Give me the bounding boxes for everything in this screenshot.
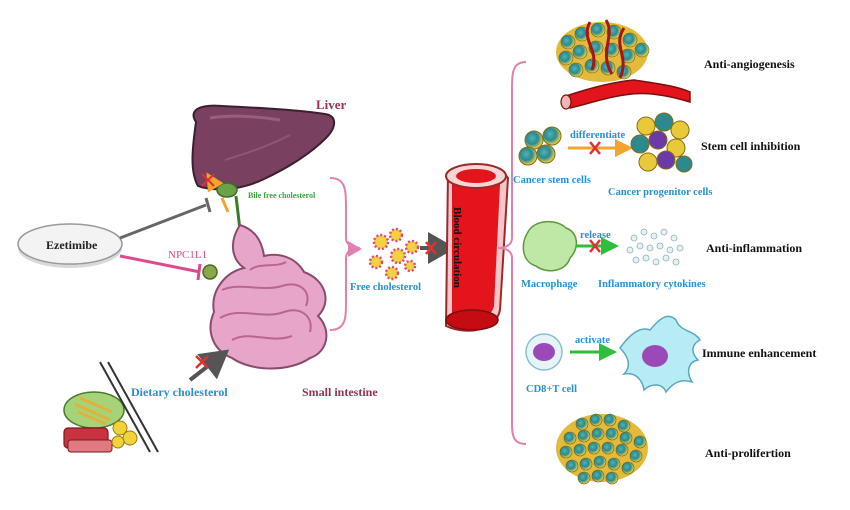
- activated-t-cell-illustration: [619, 315, 702, 394]
- small-intestine-illustration: [202, 223, 328, 370]
- free-cholesterol-label: Free cholesterol: [350, 282, 422, 293]
- ezetimibe-label: Ezetimibe: [46, 238, 98, 252]
- macrophage-illustration: [522, 220, 578, 272]
- liver-illustration: [191, 104, 336, 231]
- dietary-arrow: [188, 349, 230, 382]
- ezetimibe-to-npc1l1-line: [119, 254, 201, 274]
- differentiate-label: differentiate: [570, 130, 626, 141]
- dietary-block-x: [195, 355, 209, 369]
- stem-cell-inhibition-label: Stem cell inhibition: [701, 139, 801, 153]
- inflammatory-cytokines: [626, 228, 684, 266]
- cancer-stem-cells: [518, 126, 562, 166]
- macrophage-label: Macrophage: [521, 279, 578, 290]
- npc1l1-label: NPC1L1: [168, 249, 208, 261]
- activate-label: activate: [575, 335, 610, 346]
- free-chol-block-x: [425, 241, 437, 255]
- cd8-t-cell-label: CD8+T cell: [526, 384, 577, 395]
- npc1l1-tbar: [196, 263, 202, 281]
- inflammatory-cytokines-label: Inflammatory cytokines: [598, 279, 706, 290]
- liver-label: Liver: [316, 97, 347, 112]
- bile-label: Bile free cholesterol: [248, 191, 316, 200]
- anti-angiogenesis-label: Anti-angiogenesis: [704, 57, 795, 71]
- cancer-stem-cells-label: Cancer stem cells: [513, 175, 591, 186]
- immune-enhancement-label: Immune enhancement: [702, 346, 817, 360]
- right-bracket: [497, 61, 527, 445]
- differentiate-block-x: [589, 141, 601, 155]
- dietary-label: Dietary cholesterol: [131, 385, 228, 399]
- bile-orange-inhibit: [220, 197, 230, 213]
- ezetimibe-to-liver-line: [119, 203, 207, 240]
- cd8-t-cell-illustration: [525, 333, 563, 371]
- blood-circulation-label: Blood circulation: [450, 207, 463, 288]
- cancer-progenitor-cells: [630, 112, 693, 173]
- cancer-progenitor-cells-label: Cancer progenitor cells: [608, 187, 713, 198]
- blood-vessel: [444, 163, 510, 332]
- ezetimibe-pill: [17, 223, 123, 268]
- anti-proliferation-label: Anti-prolifertion: [705, 446, 791, 460]
- free-cholesterol-particles: [368, 227, 420, 281]
- food-illustration: [63, 361, 159, 453]
- left-bracket: [329, 177, 361, 331]
- anti-inflammation-label: Anti-inflammation: [706, 241, 802, 255]
- proliferation-tumor: [556, 413, 648, 485]
- ezetimibe-liver-tbar: [204, 197, 212, 213]
- small-intestine-label: Small intestine: [302, 385, 378, 399]
- release-label: release: [580, 230, 611, 241]
- release-block-x: [589, 239, 601, 253]
- angiogenesis-tumor: [556, 19, 691, 110]
